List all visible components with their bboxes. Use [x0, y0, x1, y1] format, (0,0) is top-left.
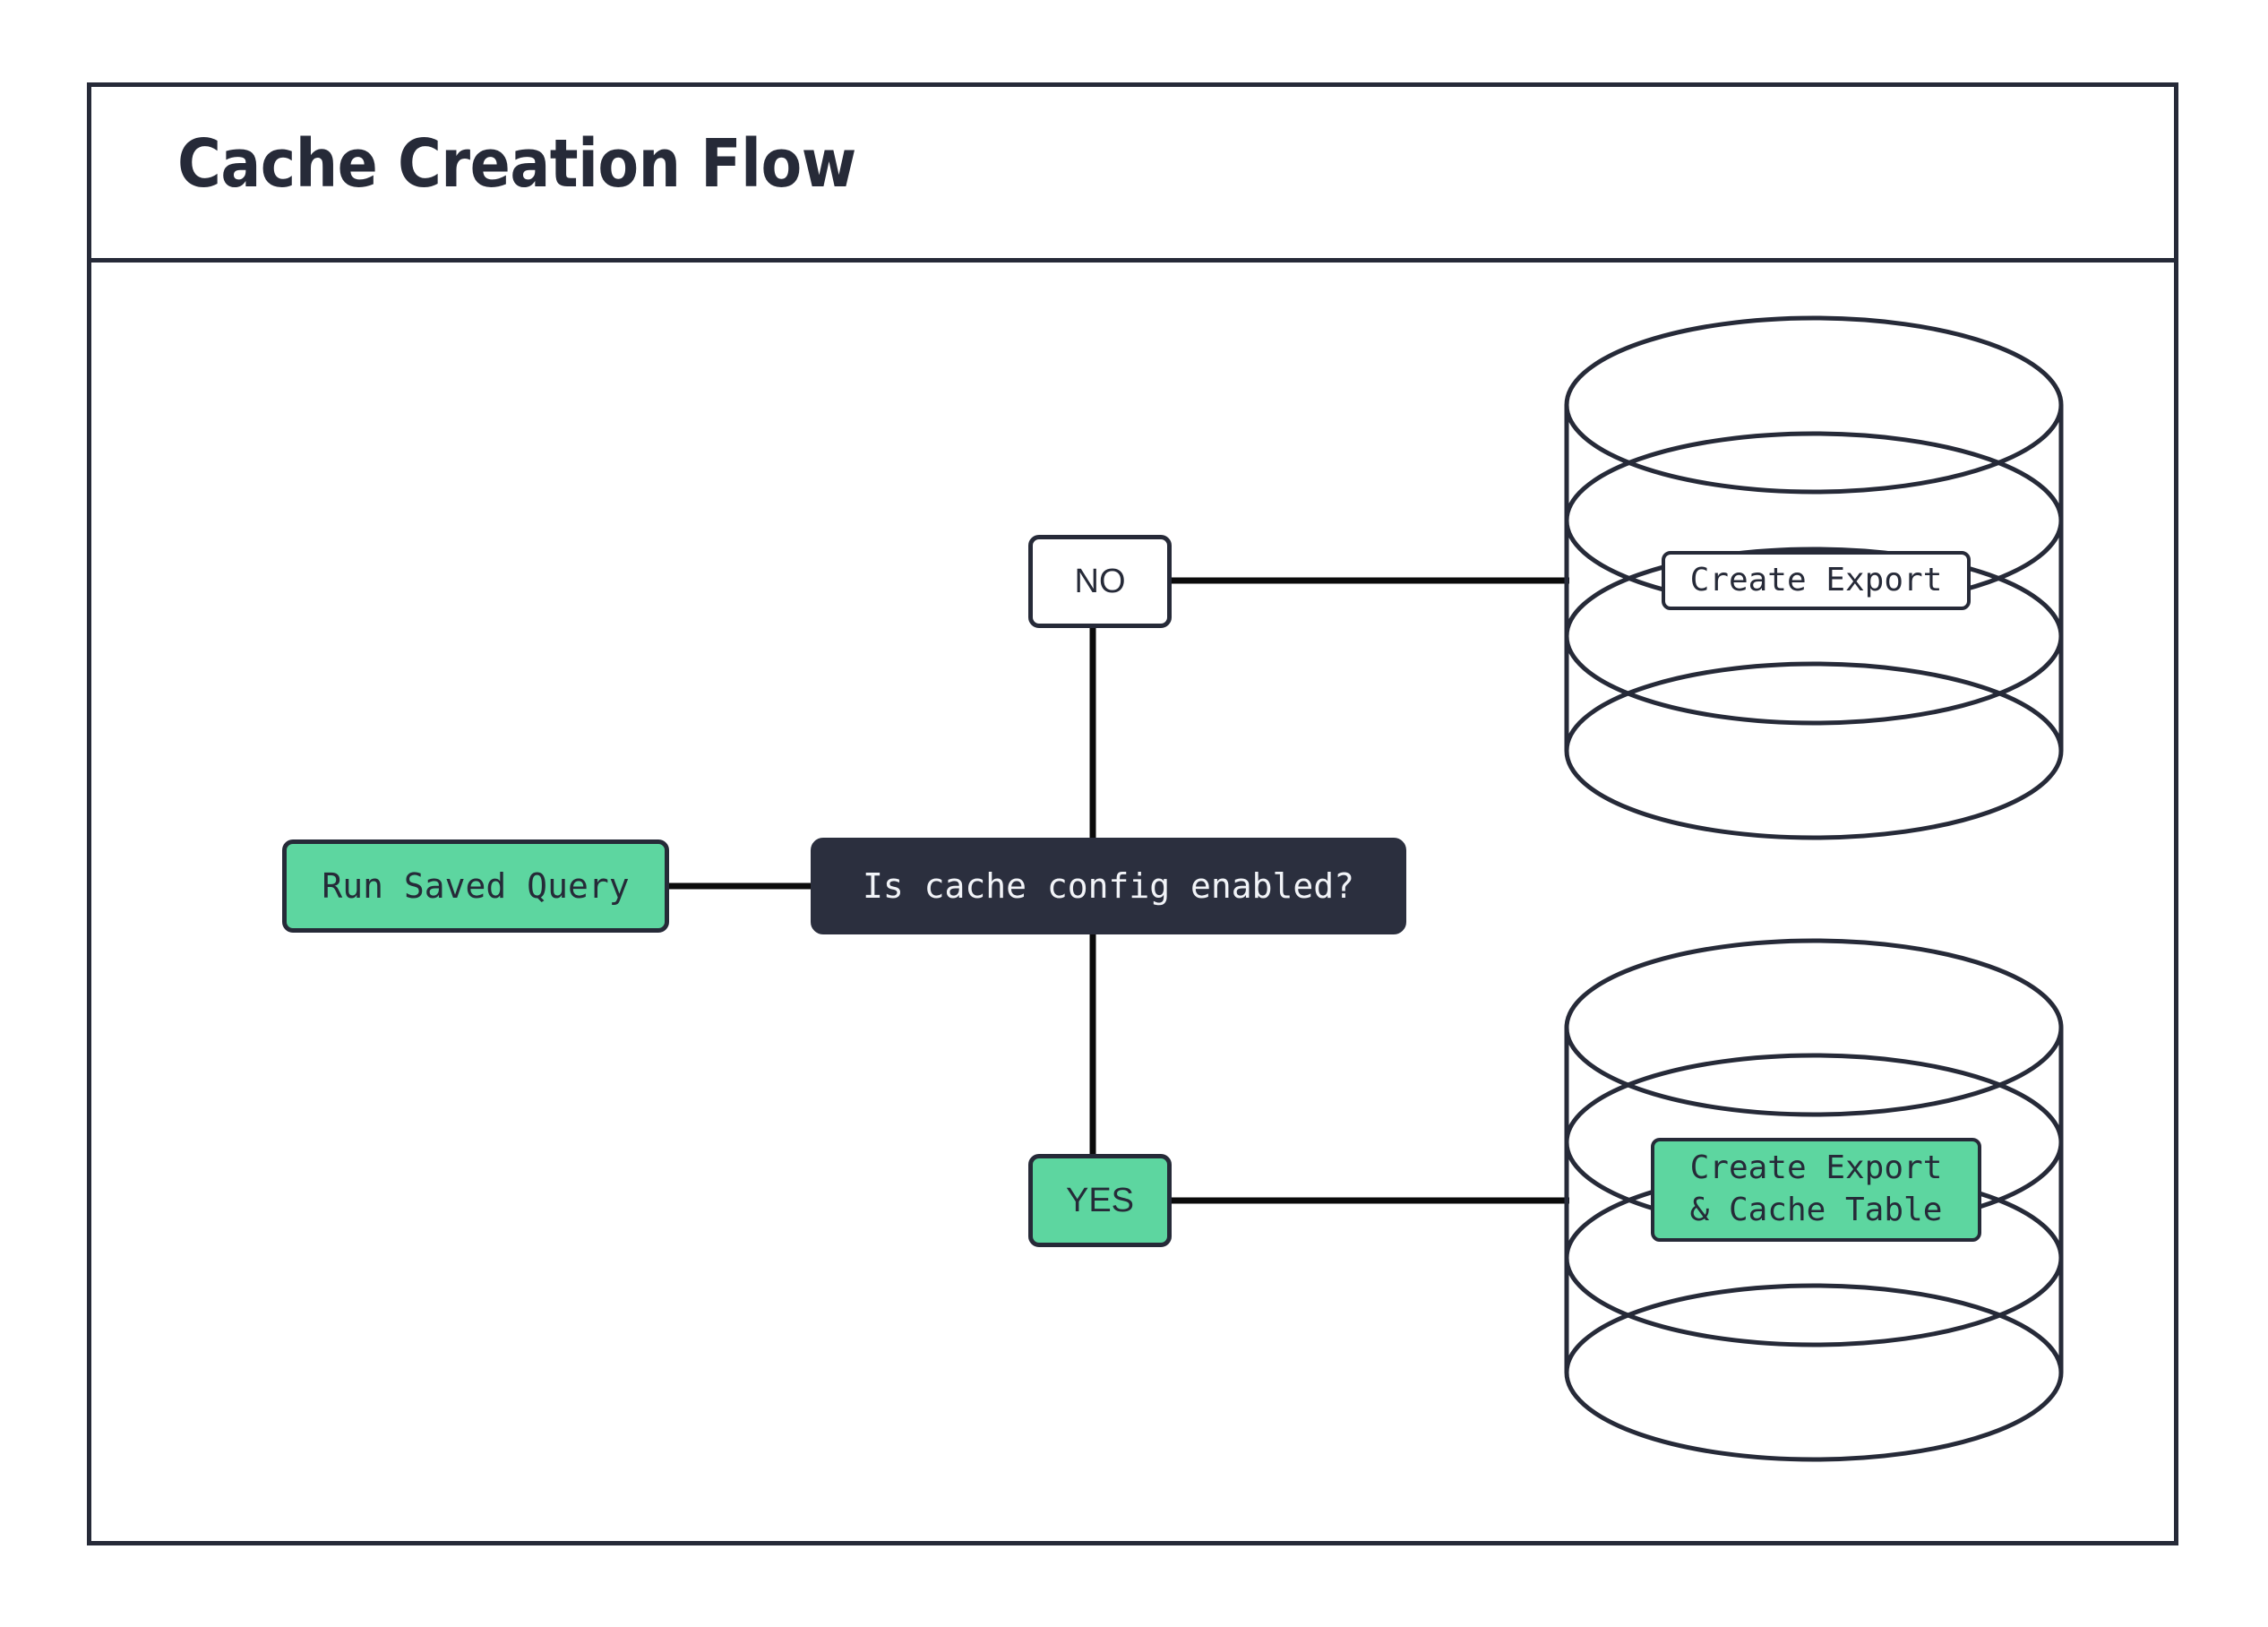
- page-title: Cache Creation Flow: [177, 125, 856, 202]
- node-label-create-export-cache-table[interactable]: Create Export & Cache Table: [1651, 1138, 1981, 1242]
- edge-label-no: NO: [1028, 535, 1172, 628]
- node-run-saved-query[interactable]: Run Saved Query: [282, 839, 669, 933]
- edge-label-yes: YES: [1028, 1154, 1172, 1247]
- diagram-frame: [87, 82, 2178, 1545]
- node-decision-is-cache-config-enabled[interactable]: Is cache config enabled?: [811, 838, 1406, 934]
- node-label-create-export[interactable]: Create Export: [1662, 551, 1971, 610]
